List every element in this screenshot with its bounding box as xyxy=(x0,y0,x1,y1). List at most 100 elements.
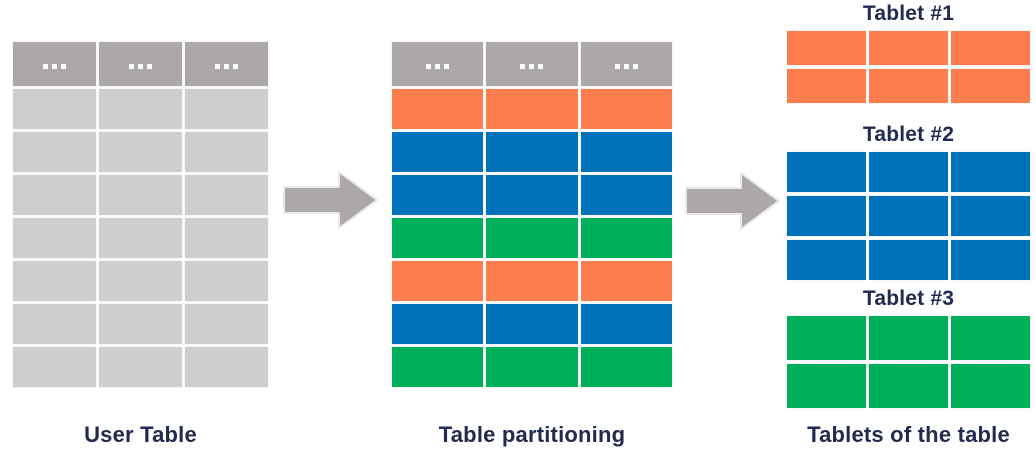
dot xyxy=(224,63,229,69)
arrow-right-icon xyxy=(283,170,379,230)
table-row xyxy=(392,347,672,387)
tablet-2: Tablet #2 xyxy=(787,123,1030,280)
tablets-column: Tablet #1 Tablet #2 Tablet #3 xyxy=(787,0,1030,458)
table-cell xyxy=(486,261,578,301)
dot xyxy=(61,63,66,69)
table-cell xyxy=(787,364,866,408)
table-row xyxy=(13,218,268,258)
dot xyxy=(52,63,57,69)
table-cell xyxy=(951,69,1030,103)
table-row xyxy=(392,89,672,129)
table-cell xyxy=(13,132,96,172)
dot xyxy=(43,63,48,69)
table-cell xyxy=(580,218,672,258)
table-row xyxy=(392,175,672,215)
table-cell xyxy=(580,347,672,387)
table-cell xyxy=(185,218,268,258)
table-cell xyxy=(951,31,1030,65)
table-cell xyxy=(951,240,1030,280)
table-row xyxy=(787,364,1030,408)
ellipsis-dots xyxy=(614,63,638,69)
dot xyxy=(632,63,638,69)
table-row xyxy=(13,347,268,387)
table-cell xyxy=(869,196,948,236)
table-cell xyxy=(486,132,578,172)
table-cell xyxy=(787,69,866,103)
table-cell xyxy=(951,364,1030,408)
table-row xyxy=(787,31,1030,65)
table-cell xyxy=(392,304,484,344)
dot xyxy=(426,63,432,69)
table-cell xyxy=(787,316,866,360)
table-header-cell xyxy=(392,42,484,86)
table-cell xyxy=(185,132,268,172)
tablet-3-table xyxy=(787,316,1030,408)
table-cell xyxy=(99,347,182,387)
table-header-cell xyxy=(13,42,96,86)
table-row xyxy=(787,69,1030,103)
dot xyxy=(444,63,450,69)
table-cell xyxy=(99,132,182,172)
table-row xyxy=(392,132,672,172)
table-cell xyxy=(392,132,484,172)
table-cell xyxy=(185,89,268,129)
ellipsis-dots xyxy=(215,63,238,69)
table-row xyxy=(787,196,1030,236)
table-cell xyxy=(580,89,672,129)
table-cell xyxy=(392,218,484,258)
table-row xyxy=(13,89,268,129)
table-cell xyxy=(99,304,182,344)
dot xyxy=(215,63,220,69)
dot xyxy=(233,63,238,69)
table-cell xyxy=(869,31,948,65)
table-cell xyxy=(951,196,1030,236)
tablet-1: Tablet #1 xyxy=(787,2,1030,103)
table-cell xyxy=(392,175,484,215)
table-cell xyxy=(13,175,96,215)
user-table xyxy=(13,42,268,387)
table-cell xyxy=(580,175,672,215)
dot xyxy=(623,63,629,69)
table-cell xyxy=(185,261,268,301)
table-header-cell xyxy=(486,42,578,86)
table-cell xyxy=(486,89,578,129)
table-cell xyxy=(13,304,96,344)
table-cell xyxy=(99,175,182,215)
table-cell xyxy=(486,175,578,215)
dot xyxy=(538,63,544,69)
table-cell xyxy=(486,347,578,387)
table-cell xyxy=(185,175,268,215)
table-cell xyxy=(185,347,268,387)
ellipsis-dots xyxy=(129,63,152,69)
table-row xyxy=(787,152,1030,192)
tablets-label: Tablets of the table xyxy=(807,422,1010,447)
dot xyxy=(138,63,143,69)
table-header-cell xyxy=(185,42,268,86)
tablet-1-table xyxy=(787,31,1030,103)
table-cell xyxy=(869,316,948,360)
table-header-row xyxy=(13,42,268,86)
table-cell xyxy=(185,304,268,344)
table-cell xyxy=(869,364,948,408)
table-cell xyxy=(787,240,866,280)
tablet-1-title: Tablet #1 xyxy=(862,2,955,25)
ellipsis-dots xyxy=(426,63,450,69)
partitioned-table-label: Table partitioning xyxy=(438,422,626,447)
table-cell xyxy=(580,261,672,301)
table-cell xyxy=(392,89,484,129)
table-cell xyxy=(13,218,96,258)
table-cell xyxy=(951,152,1030,192)
table-cell xyxy=(869,240,948,280)
table-row xyxy=(392,218,672,258)
table-cell xyxy=(869,69,948,103)
table-header-cell xyxy=(99,42,182,86)
tablet-2-title: Tablet #2 xyxy=(862,123,955,146)
table-row xyxy=(787,240,1030,280)
table-cell xyxy=(869,152,948,192)
table-header-row xyxy=(392,42,672,86)
table-row xyxy=(787,316,1030,360)
dot xyxy=(614,63,620,69)
table-row xyxy=(13,261,268,301)
arrow-right-icon xyxy=(685,171,781,231)
dot xyxy=(435,63,441,69)
